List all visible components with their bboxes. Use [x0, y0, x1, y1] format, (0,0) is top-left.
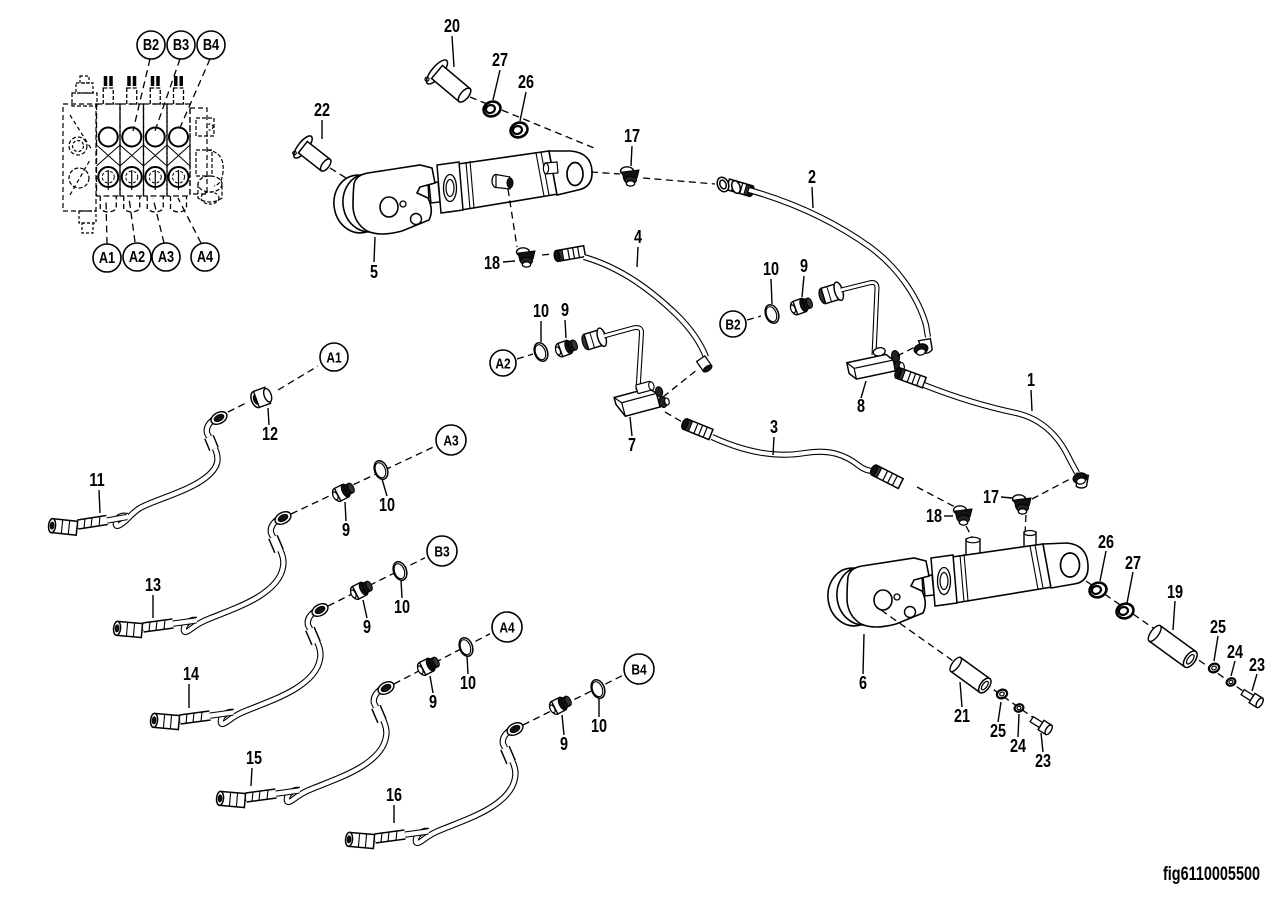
- svg-text:9: 9: [342, 519, 350, 540]
- svg-text:A4: A4: [197, 249, 213, 267]
- svg-text:A2: A2: [129, 249, 145, 267]
- svg-text:10: 10: [533, 300, 549, 321]
- svg-text:11: 11: [89, 469, 104, 490]
- svg-text:B3: B3: [173, 37, 189, 55]
- svg-text:10: 10: [394, 596, 410, 617]
- svg-text:27: 27: [1125, 552, 1141, 573]
- svg-text:10: 10: [763, 258, 779, 279]
- svg-text:1: 1: [1027, 369, 1035, 390]
- svg-text:fig6110005500: fig6110005500: [1163, 864, 1260, 885]
- svg-text:B2: B2: [725, 316, 741, 333]
- svg-text:9: 9: [429, 691, 437, 712]
- svg-text:18: 18: [926, 505, 942, 526]
- svg-text:25: 25: [990, 720, 1006, 741]
- svg-text:27: 27: [492, 49, 508, 70]
- svg-text:17: 17: [983, 486, 999, 507]
- svg-text:A2: A2: [495, 355, 511, 372]
- svg-text:A4: A4: [499, 619, 515, 636]
- svg-text:B2: B2: [143, 37, 159, 55]
- svg-text:9: 9: [561, 299, 569, 320]
- svg-text:26: 26: [1098, 531, 1114, 552]
- svg-text:23: 23: [1249, 654, 1265, 675]
- svg-text:10: 10: [379, 494, 395, 515]
- svg-text:B3: B3: [434, 543, 450, 560]
- svg-text:12: 12: [262, 423, 278, 444]
- svg-text:A3: A3: [158, 249, 174, 267]
- svg-text:10: 10: [591, 715, 607, 736]
- svg-text:23: 23: [1035, 750, 1051, 771]
- svg-text:5: 5: [370, 261, 378, 282]
- svg-text:25: 25: [1210, 616, 1226, 637]
- svg-text:7: 7: [628, 434, 636, 455]
- svg-text:3: 3: [770, 416, 778, 437]
- svg-text:A3: A3: [443, 432, 459, 449]
- svg-text:9: 9: [800, 255, 808, 276]
- svg-text:18: 18: [484, 252, 500, 273]
- svg-text:A1: A1: [99, 250, 115, 268]
- svg-text:B4: B4: [631, 661, 647, 678]
- svg-text:16: 16: [386, 784, 402, 805]
- svg-text:15: 15: [246, 747, 262, 768]
- svg-text:A1: A1: [326, 349, 342, 366]
- svg-text:9: 9: [363, 616, 371, 637]
- svg-text:24: 24: [1010, 735, 1027, 756]
- svg-text:13: 13: [145, 574, 161, 595]
- svg-text:17: 17: [624, 125, 640, 146]
- svg-text:21: 21: [954, 705, 970, 726]
- svg-text:26: 26: [518, 71, 534, 92]
- svg-text:8: 8: [857, 395, 865, 416]
- svg-text:24: 24: [1227, 641, 1244, 662]
- svg-text:22: 22: [314, 99, 330, 120]
- svg-text:B4: B4: [203, 37, 219, 55]
- svg-text:10: 10: [460, 672, 476, 693]
- svg-text:19: 19: [1167, 581, 1183, 602]
- svg-text:2: 2: [808, 166, 816, 187]
- svg-text:9: 9: [560, 733, 568, 754]
- svg-text:6: 6: [859, 672, 867, 693]
- svg-text:20: 20: [444, 15, 460, 36]
- svg-text:14: 14: [183, 663, 200, 684]
- svg-text:4: 4: [634, 226, 643, 247]
